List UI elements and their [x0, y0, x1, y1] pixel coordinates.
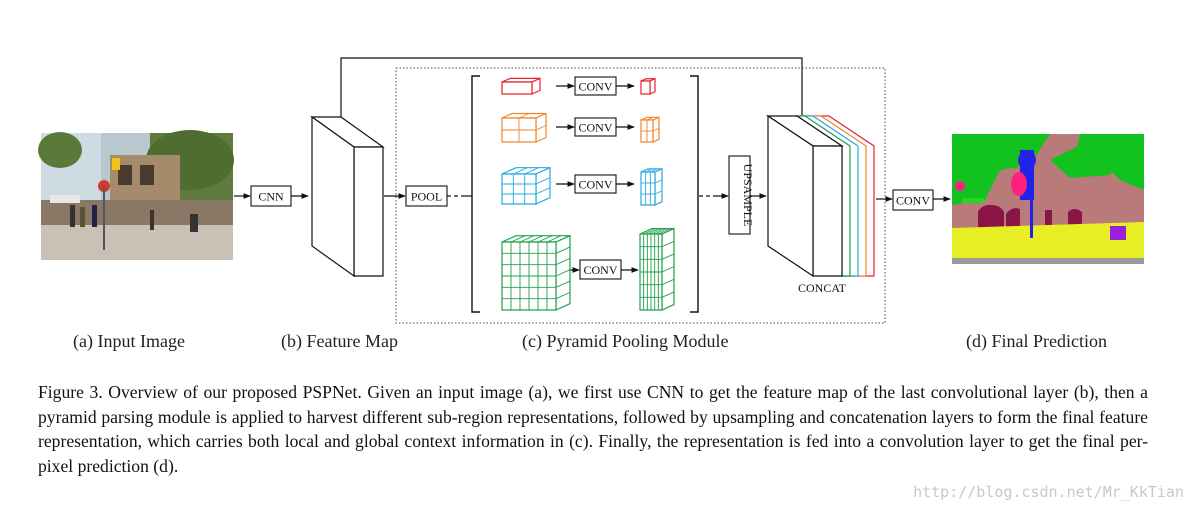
- pool-box: [405, 185, 448, 207]
- panel-label-d: (d) Final Prediction: [966, 331, 1107, 351]
- conv-label-3: CONV: [578, 178, 612, 192]
- upsample-label: UPSAMPLE: [741, 164, 755, 227]
- pool-label: POOL: [411, 190, 442, 204]
- cnn-label: CNN: [258, 190, 284, 204]
- upsample-box: [728, 155, 751, 235]
- conv-box-4: [579, 259, 622, 280]
- concat-block: [766, 114, 875, 278]
- conv-box-2: [574, 117, 617, 137]
- watermark: http://blog.csdn.net/Mr_KkTian: [913, 483, 1184, 501]
- feature-map-block: [310, 115, 385, 278]
- conv-label-1: CONV: [578, 80, 612, 94]
- conv-label-4: CONV: [583, 263, 617, 277]
- concat-label: CONCAT: [798, 281, 847, 295]
- conv-final-box: [892, 189, 934, 211]
- input-image: [38, 130, 234, 260]
- connectors: [234, 57, 951, 273]
- panel-label-c: (c) Pyramid Pooling Module: [522, 331, 729, 351]
- cnn-box: [250, 185, 292, 207]
- conv-box-3: [574, 174, 617, 194]
- pyramid-cubes: [501, 77, 675, 311]
- conv-box-1: [574, 76, 617, 96]
- figure-caption: Figure 3. Overview of our proposed PSPNe…: [38, 382, 1148, 476]
- conv-final-label: CONV: [896, 194, 930, 208]
- panel-label-b: (b) Feature Map: [281, 331, 398, 351]
- panel-label-a: (a) Input Image: [73, 331, 185, 351]
- pspnet-diagram: CNN POOL CONV CONV CONV CONV CONV UPSAMP…: [38, 57, 1144, 324]
- pyramid-module-frame: [395, 67, 886, 324]
- pyramid-brackets: [471, 75, 699, 313]
- prediction-map: [952, 134, 1144, 264]
- conv-label-2: CONV: [578, 121, 612, 135]
